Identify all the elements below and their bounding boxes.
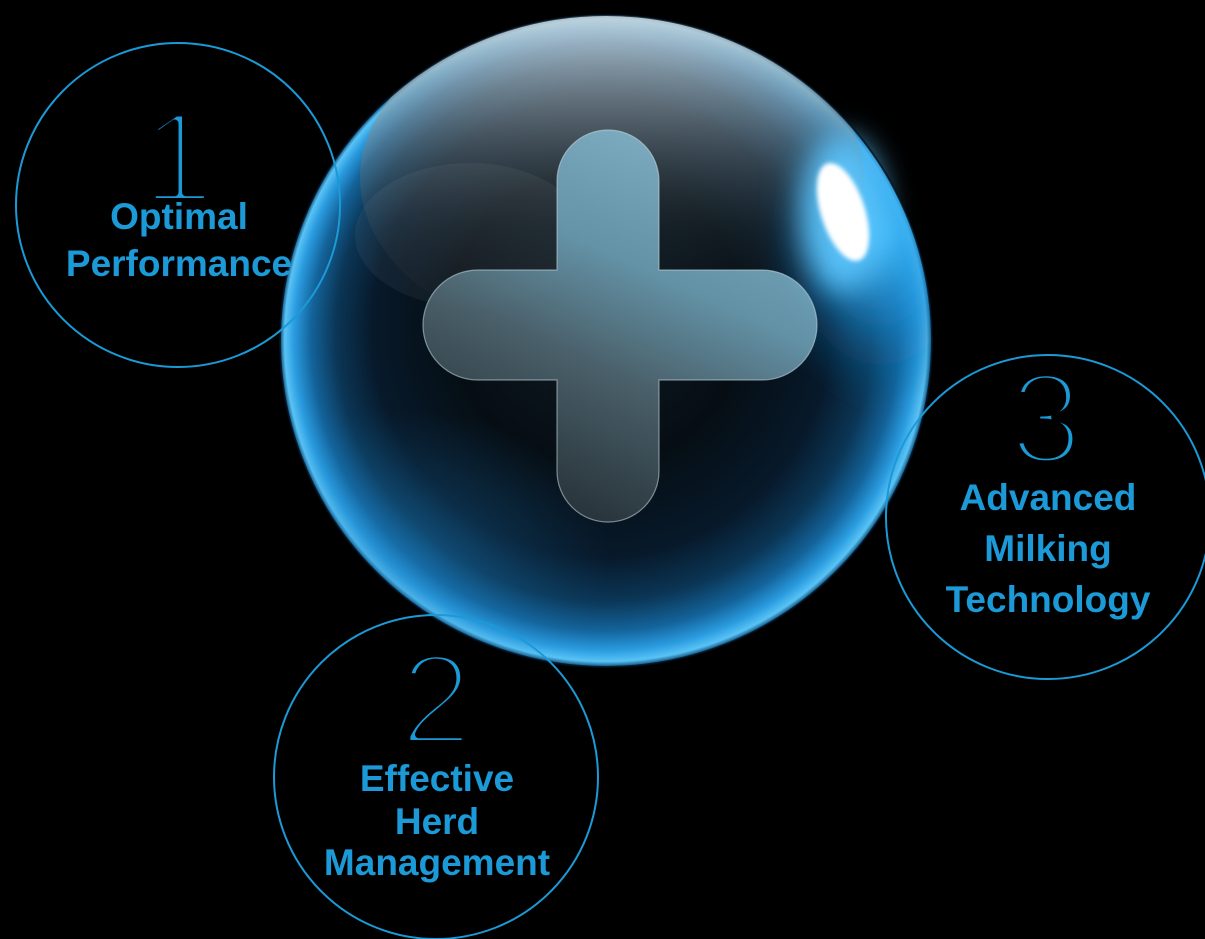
feature-3-circle (885, 354, 1205, 680)
feature-1: 1 Optimal Performance (15, 42, 341, 368)
sphere-outline (279, 14, 933, 668)
feature-2-label-line-3: Management (324, 842, 550, 883)
feature-2: 2 Effective Herd Management (273, 614, 599, 939)
feature-1-label-line-2: Performance (66, 243, 292, 284)
feature-3: 3 Advanced Milking Technology (885, 341, 1205, 680)
glossy-sphere (279, 14, 933, 668)
specular-highlight (816, 163, 870, 261)
feature-1-label-line-1: Optimal (110, 196, 248, 237)
feature-2-circle (273, 614, 599, 939)
feature-2-label-line-1: Effective (360, 758, 514, 799)
feature-1-number: 1 (142, 84, 214, 230)
feature-1-circle (15, 42, 341, 368)
feature-3-label-line-3: Technology (946, 579, 1151, 620)
feature-3-label-line-2: Milking (984, 528, 1111, 569)
feature-3-label-line-1: Advanced (960, 477, 1137, 518)
feature-2-label-line-2: Herd (395, 801, 479, 842)
feature-3-number: 3 (1010, 345, 1082, 491)
feature-2-number: 2 (400, 626, 472, 772)
plus-icon (422, 129, 818, 523)
